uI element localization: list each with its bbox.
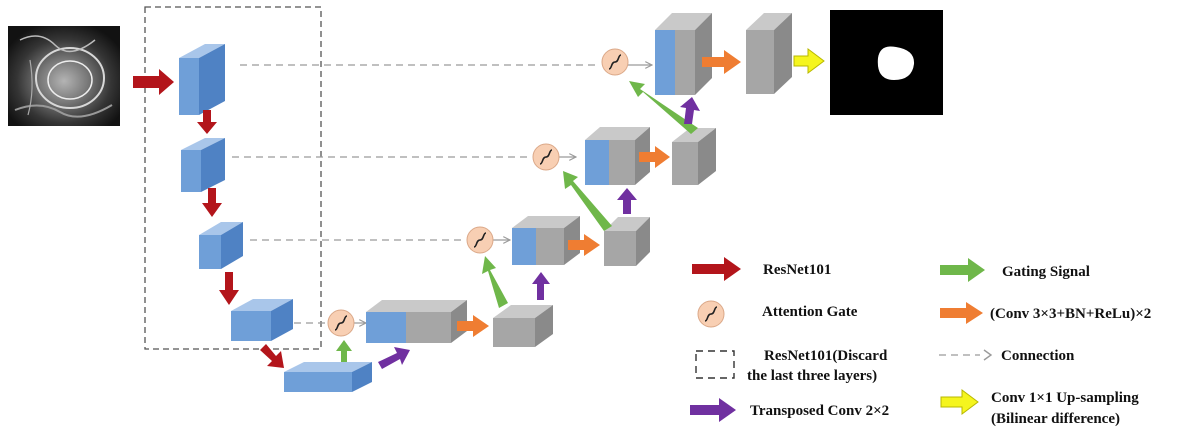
conv-block-2	[672, 128, 716, 185]
legend-gating-label: Gating Signal	[1002, 264, 1090, 280]
encoder-block-3	[199, 222, 243, 269]
concat-block-1	[655, 13, 712, 95]
transposed-arrow-1	[680, 97, 700, 124]
transposed-arrow-4	[378, 347, 410, 369]
conv-arrow-1	[702, 50, 741, 74]
legend-dashed-box	[695, 350, 735, 379]
resnet-arrows	[133, 69, 284, 368]
conv-arrow-3	[568, 234, 600, 256]
legend-conv1x1-line2: (Bilinear difference)	[991, 411, 1120, 427]
conv-arrow-4	[457, 315, 489, 337]
resnet-arrow-input	[133, 69, 174, 95]
legend-resnet-arrow	[692, 257, 741, 281]
resnet-arrow-2	[202, 188, 222, 217]
legend-connection-label: Connection	[1001, 348, 1075, 364]
resnet-arrow-4	[260, 344, 284, 368]
conv-arrow-2	[639, 146, 670, 168]
legend-resnet-discard-line2: the last three layers)	[747, 368, 877, 384]
resnet-encoder-box	[144, 6, 322, 350]
legend-resnet-discard-line1: ResNet101(Discard	[764, 348, 888, 364]
concat-block-4	[366, 300, 467, 343]
conv-block-4	[493, 305, 553, 347]
transposed-arrow-3	[532, 272, 550, 300]
transposed-arrow-2	[617, 188, 637, 214]
gating-arrows	[336, 81, 698, 362]
gating-arrow-3	[482, 256, 508, 308]
attention-gate-2	[532, 143, 560, 171]
conv-arrows	[457, 50, 741, 337]
legend-attention-gate-icon	[697, 300, 725, 328]
skip-connections	[232, 65, 652, 323]
resnet-arrow-1	[197, 110, 217, 134]
legend-conv-label: (Conv 3×3+BN+ReLu)×2	[990, 306, 1151, 322]
encoder-block-1	[179, 44, 225, 115]
legend-resnet-label: ResNet101	[763, 262, 831, 278]
upsample-arrow	[793, 48, 825, 74]
segmentation-output-image	[830, 10, 943, 115]
attention-gate-4	[327, 309, 355, 337]
bottleneck-block	[284, 362, 372, 392]
attention-gate-1	[601, 48, 629, 76]
resnet-arrow-3	[219, 272, 239, 305]
legend-gating-arrow	[940, 258, 985, 282]
gating-arrow-2	[563, 171, 612, 231]
encoder-block-4	[231, 299, 293, 341]
gating-arrow-1	[629, 81, 698, 134]
transposed-arrows	[378, 97, 700, 369]
conv-block-3	[604, 217, 650, 266]
legend-upsample-arrow	[940, 389, 979, 415]
mri-input-image	[8, 26, 120, 126]
attention-gate-3	[466, 226, 494, 254]
legend-conv-arrow	[940, 302, 983, 324]
legend-attention-gate-label: Attention Gate	[762, 304, 858, 320]
gating-arrow-4	[336, 340, 352, 362]
legend: ResNet101 Gating Signal Attention Gate (…	[690, 257, 1151, 427]
encoder-block-2	[181, 138, 225, 192]
legend-transposed-label: Transposed Conv 2×2	[750, 403, 889, 419]
conv-block-1	[746, 13, 792, 94]
legend-conv1x1-line1: Conv 1×1 Up-sampling	[991, 390, 1139, 406]
legend-transposed-arrow	[690, 398, 736, 422]
